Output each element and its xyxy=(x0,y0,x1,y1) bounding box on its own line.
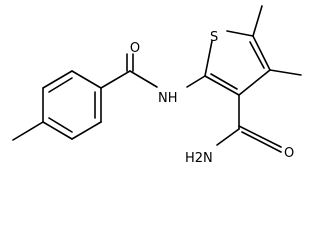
atom-label-carboxamide-oxygen: O xyxy=(284,146,294,161)
bond-s-c2 xyxy=(204,40,213,77)
bond-c2-c3-inner xyxy=(210,73,238,90)
atom-label-amide-oxygen: O xyxy=(130,41,140,56)
aromatic-inner-bond-1 xyxy=(48,77,73,93)
bond-c4-c5 xyxy=(252,35,271,71)
bond-c3-c4 xyxy=(238,69,271,96)
bond-c2-c3 xyxy=(42,70,73,89)
bond-c6-c1 xyxy=(42,121,73,140)
bond-carboxamide-n xyxy=(216,128,240,146)
carboxamide-double-bond-b xyxy=(241,131,282,153)
bond-ring-carbonyl xyxy=(100,70,131,89)
carboxamide-double-bond-a xyxy=(238,125,282,148)
toluene-ring xyxy=(42,70,102,140)
bond-c4-methyl xyxy=(269,69,302,76)
atom-label-carboxamide-nitrogen: H2N xyxy=(185,151,213,166)
bond-c5-c6 xyxy=(71,121,102,140)
bond-c5-methyl xyxy=(252,5,263,37)
chemical-structure: S O NH O H2N xyxy=(12,5,302,166)
aromatic-inner-bond-3 xyxy=(48,117,73,133)
bond-ring-methyl xyxy=(12,121,44,141)
bond-c2-c3 xyxy=(204,75,240,96)
bond-carbonyl-nh xyxy=(129,70,158,88)
bond-nh-thiophene xyxy=(186,75,206,88)
bond-c5-s xyxy=(226,30,254,37)
atom-label-amide-nitrogen: NH xyxy=(158,91,178,106)
thiophene-ring xyxy=(204,30,271,96)
bond-c4-c5-inner xyxy=(249,41,265,69)
bond-c3-c4 xyxy=(71,70,102,89)
atom-label-sulfur: S xyxy=(210,30,218,45)
